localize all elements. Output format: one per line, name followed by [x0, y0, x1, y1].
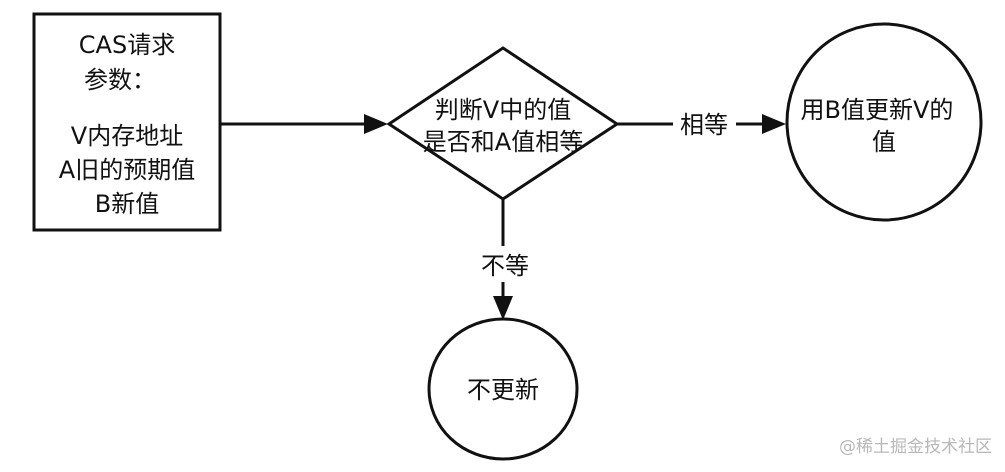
decision-node: 判断V中的值 是否和A值相等	[386, 46, 620, 201]
watermark-text: @稀土掘金技术社区	[839, 437, 992, 457]
edge-equal-label: 相等	[680, 111, 728, 139]
no-update-node: 不更新	[427, 317, 579, 461]
edge-not-equal-label: 不等	[481, 252, 529, 280]
arrowhead-icon	[762, 114, 786, 134]
request-params-line-5: A旧的预期值	[59, 156, 195, 184]
edge-not-equal: 不等	[481, 199, 529, 320]
update-circle	[785, 22, 983, 222]
arrowhead-icon	[493, 296, 513, 320]
update-node: 用B值更新V的 值	[785, 22, 983, 222]
update-line-1: 用B值更新V的	[801, 96, 954, 124]
decision-line-1: 判断V中的值	[435, 96, 571, 124]
edge-request-to-decision	[220, 114, 388, 134]
arrowhead-icon	[364, 114, 388, 134]
decision-line-2: 是否和A值相等	[423, 128, 583, 156]
update-line-2: 值	[872, 128, 896, 156]
no-update-circle	[427, 317, 579, 461]
request-params-line-2: 参数：	[84, 66, 156, 94]
no-update-label: 不更新	[467, 376, 539, 404]
edge-equal: 相等	[617, 111, 786, 139]
request-params-line-4: V内存地址	[71, 122, 183, 150]
request-params-line-6: B新值	[95, 190, 159, 218]
request-params-line-1: CAS请求	[79, 31, 175, 59]
request-params-node: CAS请求 参数： V内存地址 A旧的预期值 B新值	[32, 12, 222, 232]
request-params-box	[32, 12, 222, 232]
